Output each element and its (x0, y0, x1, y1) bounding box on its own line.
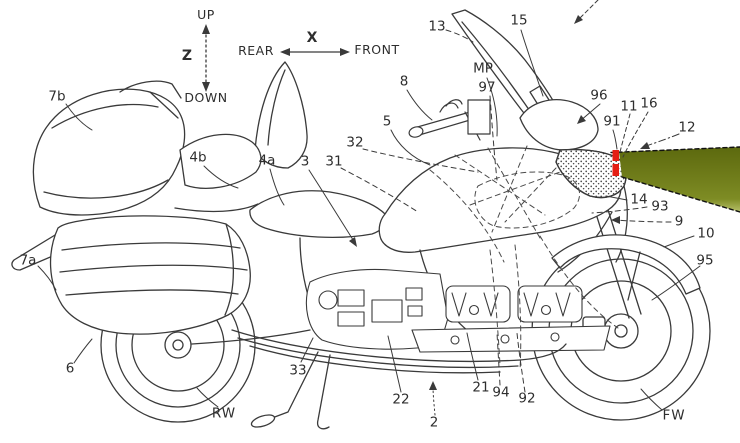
handlebar (408, 99, 491, 141)
leader-lines (37, 0, 701, 416)
rider-seat (249, 190, 387, 239)
tail-fin (11, 231, 63, 271)
rear-trunk (32, 80, 186, 216)
passenger-backrest (254, 61, 308, 169)
kickstand (250, 351, 331, 430)
mirror-pod (519, 99, 599, 151)
lower-engine-cover (411, 325, 611, 353)
x-axis-arrow (280, 48, 350, 56)
radar-unit-marker (612, 150, 619, 176)
radar-beam (610, 146, 740, 213)
pillion-pad (179, 133, 262, 189)
z-axis-arrow (202, 24, 210, 92)
front-nose-cone (555, 148, 627, 199)
front-fender (551, 234, 701, 301)
saddlebag (49, 215, 251, 335)
cylinder-head-covers (445, 285, 583, 323)
lower-cowl (231, 329, 567, 374)
hidden-structure-lines (429, 145, 619, 371)
leader-arrowheads (349, 15, 650, 390)
engine-block (305, 268, 449, 350)
